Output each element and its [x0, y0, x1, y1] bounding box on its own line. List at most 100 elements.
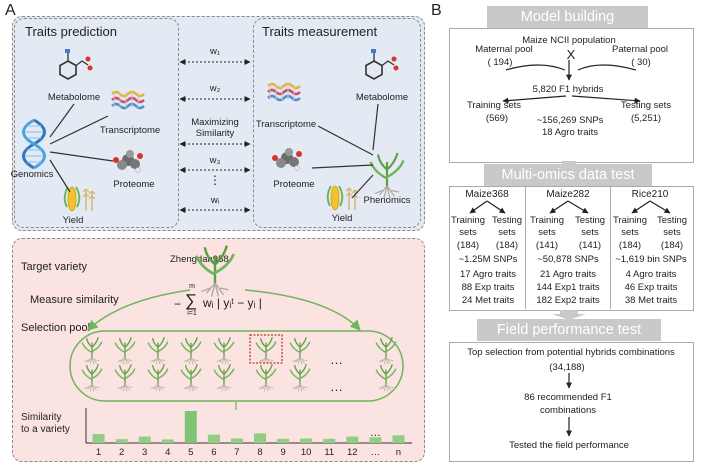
chart-bar — [115, 439, 128, 443]
maternal-count: ( 194) — [487, 57, 513, 68]
col-maize368-title: Maize368 — [465, 189, 509, 200]
col-maize368-test-2: sets — [498, 227, 516, 238]
formula-lower: i=1 — [187, 310, 197, 317]
meas-yield-label: Yield — [331, 213, 353, 224]
chart-bar — [392, 435, 405, 443]
panel-a-label: A — [5, 2, 16, 19]
pool-plant — [289, 363, 311, 392]
pool-plant — [114, 363, 136, 392]
pool-plant — [255, 363, 277, 392]
target-plant-icon — [194, 244, 236, 298]
col-rice210-line-3: 46 Exp traits — [624, 282, 678, 293]
chart-bar — [184, 411, 197, 443]
pool-plant — [81, 336, 103, 365]
selection-panel — [12, 238, 425, 462]
col-maize368-line-3: 88 Exp traits — [461, 282, 515, 293]
col-maize282-test-2: sets — [581, 227, 599, 238]
col-rice210-train-3: (184) — [618, 240, 642, 251]
chart-tick-label: 11 — [324, 447, 335, 458]
chart-bar — [369, 437, 382, 443]
col-maize368-train-3: (184) — [456, 240, 480, 251]
col-maize368-train-1: Training — [451, 215, 485, 226]
selection-pool — [69, 330, 404, 402]
mb-training-label: Training sets — [466, 100, 522, 111]
prediction-box — [14, 18, 179, 228]
col-maize282-test-1: Testing — [574, 215, 606, 226]
chart-tick-label: 6 — [211, 447, 217, 458]
meas-transcriptome-label: Transcriptome — [255, 119, 317, 130]
col-rice210-line-4: 38 Met traits — [624, 295, 678, 306]
col-rice210-test-3: (184) — [660, 240, 684, 251]
measurement-title: Traits measurement — [262, 24, 378, 39]
chart-tick-label: 5 — [188, 447, 194, 458]
genomics-connectors — [49, 103, 114, 193]
population-label: Maize NCII population — [522, 35, 616, 46]
chart-tick-label: 7 — [234, 447, 240, 458]
mb-testing-count: (5,251) — [630, 113, 662, 124]
col-maize282-train-1: Training — [530, 215, 564, 226]
col-maize282-test-3: (141) — [578, 240, 602, 251]
meas-transcriptome-icon — [266, 82, 302, 102]
pred-proteome-label: Proteome — [113, 179, 155, 190]
section-arrow-1 — [556, 161, 582, 170]
chart-bar — [254, 433, 267, 443]
field-line-5: Tested the field performance — [509, 440, 629, 451]
col-rice210-test-2: sets — [663, 227, 681, 238]
chart-bar — [323, 438, 336, 443]
formula-upper: m — [189, 283, 195, 290]
chart-tick-label: 8 — [257, 447, 263, 458]
pred-metabolome-label: Metabolome — [47, 92, 101, 103]
model-building-arrows — [502, 60, 641, 104]
selection-arrows — [87, 289, 361, 331]
chart-tick-label: n — [395, 447, 402, 458]
hybrids-label: 5,820 F1 hybrids — [532, 84, 604, 95]
omics-arrows — [469, 200, 671, 214]
formula-minus: − — [174, 297, 182, 311]
pool-plant — [147, 363, 169, 392]
mb-testing-label: Testing sets — [620, 100, 672, 111]
chart-bar — [300, 438, 313, 443]
phenomics-plant-icon — [369, 151, 405, 200]
weight-arrows — [179, 59, 251, 213]
weight-i: wᵢ — [210, 195, 220, 206]
selection-pool-label: Selection pool — [21, 322, 91, 334]
similarity-label-1: Similarity — [21, 412, 62, 423]
pool-plants — [81, 336, 397, 392]
meas-metabolome-label: Metabolome — [355, 92, 409, 103]
chart-bar — [207, 434, 220, 443]
pred-metabolome-icon — [59, 48, 94, 80]
field-line-2: (34,188) — [549, 362, 585, 373]
pool-plant — [213, 363, 235, 392]
chart-bar — [346, 436, 359, 443]
col-maize368-line-1: ~1.25M SNPs — [458, 254, 518, 265]
col-rice210-title: Rice210 — [631, 189, 669, 200]
col-rice210-line-2: 4 Agro traits — [625, 269, 677, 280]
meas-metabolome-icon — [365, 48, 400, 80]
maternal-label: Maternal pool — [475, 44, 533, 55]
section-arrow-2 — [552, 310, 586, 320]
multi-omics-header: Multi-omics data test — [484, 164, 652, 186]
pool-plant — [289, 336, 311, 365]
col-maize368-test-1: Testing — [491, 215, 523, 226]
pred-yield-label: Yield — [62, 215, 84, 226]
traits-panel — [12, 16, 425, 231]
weight-2: w₂ — [209, 83, 221, 94]
similarity-label-2: to a variety — [21, 424, 70, 435]
similarity-chart — [85, 408, 412, 444]
measure-similarity-label: Measure similarity — [30, 294, 119, 306]
chart-bar — [92, 434, 105, 443]
panel-b-label: B — [431, 2, 442, 19]
pool-plant — [147, 336, 169, 365]
dna-icon — [22, 118, 46, 170]
field-header: Field performance test — [477, 319, 661, 341]
col-maize368-line-4: 24 Met traits — [461, 295, 515, 306]
pred-transcriptome-icon — [110, 90, 146, 110]
weight-3: w₃ — [209, 155, 221, 166]
mb-traits: 18 Agro traits — [542, 127, 598, 138]
chart-tick-label: 9 — [280, 447, 286, 458]
cross-symbol: X — [566, 47, 576, 62]
selected-candidate-box — [249, 334, 283, 364]
chart-tick-label: … — [370, 447, 381, 458]
maximizing-line2: Similarity — [195, 128, 235, 139]
